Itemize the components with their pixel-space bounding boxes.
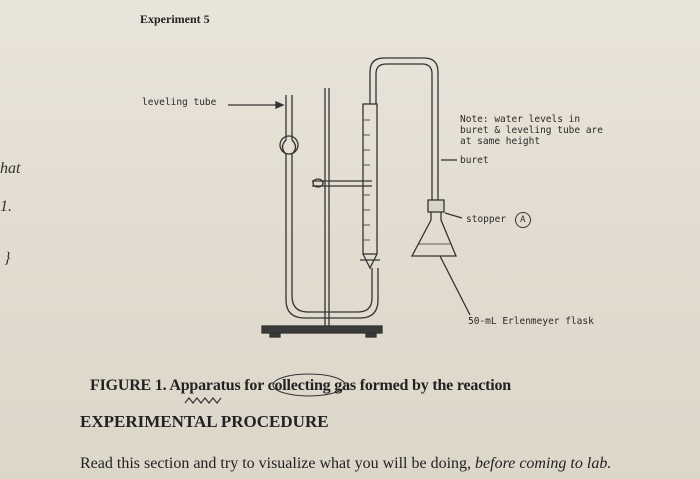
leveling-tube xyxy=(281,95,379,319)
stopper-marker-badge: A xyxy=(514,212,531,228)
pen-circle xyxy=(272,373,346,397)
margin-fragment-2: 1. xyxy=(0,198,12,215)
stand-base xyxy=(261,325,383,334)
body-text-plain: Read this section and try to visualize w… xyxy=(80,455,476,472)
figure-caption: FIGURE 1. Apparatus for collecting gas f… xyxy=(90,377,511,395)
handwritten-squiggle xyxy=(184,397,222,404)
margin-fragment-1: hat xyxy=(0,160,21,177)
caption-prefix: FIGURE 1. xyxy=(90,377,167,394)
page-title: Experiment 5 xyxy=(140,12,210,26)
note-line-3: at same height xyxy=(460,136,541,147)
flask-pointer xyxy=(439,255,471,316)
erlenmeyer-flask xyxy=(410,212,457,257)
flask-label: 50-mL Erlenmeyer flask xyxy=(468,316,594,327)
stopper-label: stopper xyxy=(466,214,507,225)
note-text: Note: water levels in buret & leveling t… xyxy=(460,114,603,147)
caption-text: Apparatus for collecting gas formed by t… xyxy=(169,377,511,394)
body-text-italic: before coming to lab. xyxy=(475,455,612,472)
connector-tube xyxy=(369,57,439,200)
leveling-tube-label: leveling tube xyxy=(142,97,217,108)
stopper-pointer xyxy=(444,212,463,219)
stopper xyxy=(427,199,445,213)
buret-label: buret xyxy=(460,155,489,166)
body-paragraph: Read this section and try to visualize w… xyxy=(80,455,611,473)
margin-fragment-3: } xyxy=(4,250,11,267)
stopper-label-group: stopper A xyxy=(466,212,531,228)
note-line-2: buret & leveling tube are xyxy=(460,125,603,136)
note-line-1: Note: water levels in xyxy=(460,114,581,125)
buret xyxy=(362,103,378,255)
section-heading: EXPERIMENTAL PROCEDURE xyxy=(80,412,329,431)
